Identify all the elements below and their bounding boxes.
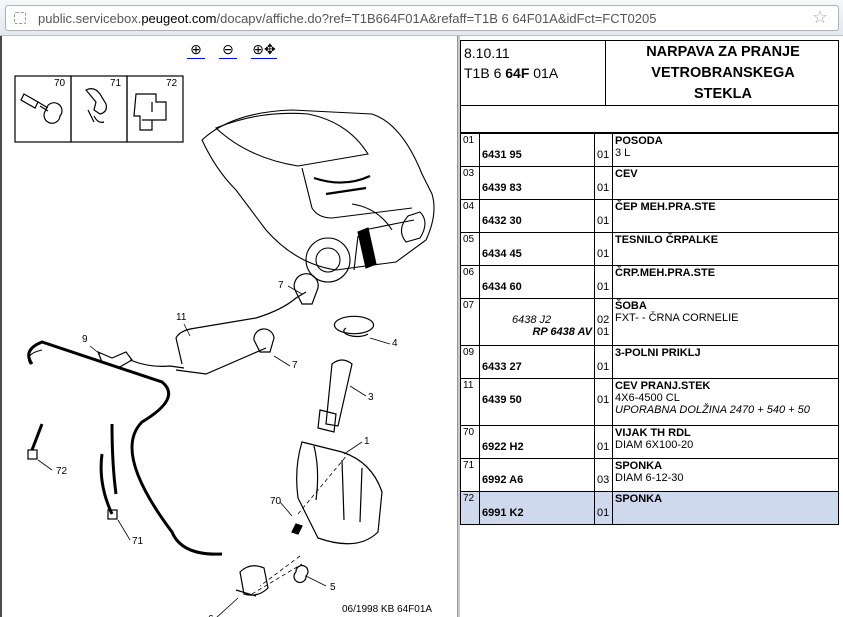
part-quantity: 01 [594, 199, 613, 233]
part-quantity: 01 [594, 166, 613, 200]
car-illustration [201, 109, 435, 283]
part-quantity: 03 [594, 458, 613, 492]
callout-70-lower: 70 [270, 496, 282, 507]
parts-diagram: 70 71 72 [14, 75, 435, 617]
part-reference: 6431 95 [479, 133, 595, 167]
washer-system-illustration [27, 273, 383, 597]
row-index: 71 [460, 458, 480, 492]
parts-list-pane: 8.10.11 T1B 6 64F 01A NARPAVA ZA PRANJE … [460, 36, 843, 617]
callout-72: 72 [166, 78, 178, 89]
diagram-pane: ⊕ ⊖ ⊕✥ 70 71 72 [2, 36, 457, 617]
callout-7-mid: 7 [292, 360, 298, 371]
address-bar: public.servicebox.peugeot.com/docapv/aff… [0, 0, 843, 36]
part-description: ČEP MEH.PRA.STE [612, 199, 839, 233]
part-reference: 6439 50 [479, 378, 595, 426]
part-quantity: 01 [594, 345, 613, 379]
row-index: 72 [460, 491, 480, 525]
part-reference: 6991 K2 [479, 491, 595, 525]
zoom-toolbar: ⊕ ⊖ ⊕✥ [187, 41, 277, 61]
part-quantity: 01 [594, 378, 613, 426]
url-field[interactable]: public.servicebox.peugeot.com/docapv/aff… [5, 5, 839, 31]
callout-leaders [37, 285, 391, 617]
header-spacer [460, 106, 839, 133]
zoom-in-icon[interactable]: ⊕ [187, 41, 205, 59]
part-description: CEV [612, 166, 839, 200]
callout-11: 11 [176, 312, 187, 323]
callout-1: 1 [364, 436, 370, 447]
pane-divider[interactable] [457, 36, 460, 617]
header-code: T1B 6 64F 01A [464, 65, 559, 81]
part-reference: 6922 H2 [479, 425, 595, 459]
part-quantity: 01 [594, 265, 613, 299]
diagram-footer: 06/1998 KB 64F01A [342, 604, 432, 615]
callout-labels: 7 11 9 4 3 7 1 72 70 71 5 6 [56, 280, 398, 617]
part-description: 3-POLNI PRIKLJ [612, 345, 839, 379]
small-parts-boxes [14, 75, 184, 143]
page-icon [14, 12, 26, 24]
page-title: NARPAVA ZA PRANJE VETROBRANSKEGA STEKLA [646, 44, 800, 102]
star-icon[interactable]: ☆ [811, 7, 828, 27]
row-index: 04 [460, 199, 480, 233]
row-index: 06 [460, 265, 480, 299]
part-quantity: 01 [594, 133, 613, 167]
callout-71: 71 [110, 78, 122, 89]
callout-9: 9 [82, 334, 88, 345]
part-reference: 6433 27 [479, 345, 595, 379]
zoom-out-icon[interactable]: ⊖ [219, 41, 237, 59]
row-index: 09 [460, 345, 480, 379]
part-description: ČRP.MEH.PRA.STE [612, 265, 839, 299]
callout-71-lower: 71 [132, 536, 144, 547]
part-reference: 6992 A6 [479, 458, 595, 492]
document-viewer: ⊕ ⊖ ⊕✥ 70 71 72 [0, 36, 843, 617]
part-reference: 6434 45 [479, 232, 595, 266]
row-index: 03 [460, 166, 480, 200]
part-reference: 6432 30 [479, 199, 595, 233]
callout-7-top: 7 [278, 280, 284, 291]
callout-6: 6 [208, 614, 214, 617]
part-description: SPONKA [612, 491, 839, 525]
callout-70: 70 [54, 78, 66, 89]
page-header: 8.10.11 T1B 6 64F 01A NARPAVA ZA PRANJE … [460, 40, 839, 106]
callout-72-lower: 72 [56, 466, 68, 477]
part-quantity: 01 [594, 232, 613, 266]
row-index: 11 [460, 378, 480, 426]
part-quantity: 01 [594, 491, 613, 525]
part-reference: 6434 60 [479, 265, 595, 299]
header-date: 8.10.11 [464, 45, 510, 61]
row-index: 07 [460, 298, 480, 346]
callout-4: 4 [392, 338, 398, 349]
header-info: 8.10.11 T1B 6 64F 01A [461, 41, 606, 105]
part-description: TESNILO ČRPALKE [612, 232, 839, 266]
zoom-pan-icon[interactable]: ⊕✥ [251, 41, 277, 59]
url-text[interactable]: public.servicebox.peugeot.com/docapv/aff… [38, 11, 657, 26]
row-index: 70 [460, 425, 480, 459]
part-quantity: 01 [594, 425, 613, 459]
part-reference: 6439 83 [479, 166, 595, 200]
callout-3: 3 [368, 392, 374, 403]
row-index: 01 [460, 133, 480, 167]
row-index: 05 [460, 232, 480, 266]
callout-5: 5 [330, 582, 336, 593]
